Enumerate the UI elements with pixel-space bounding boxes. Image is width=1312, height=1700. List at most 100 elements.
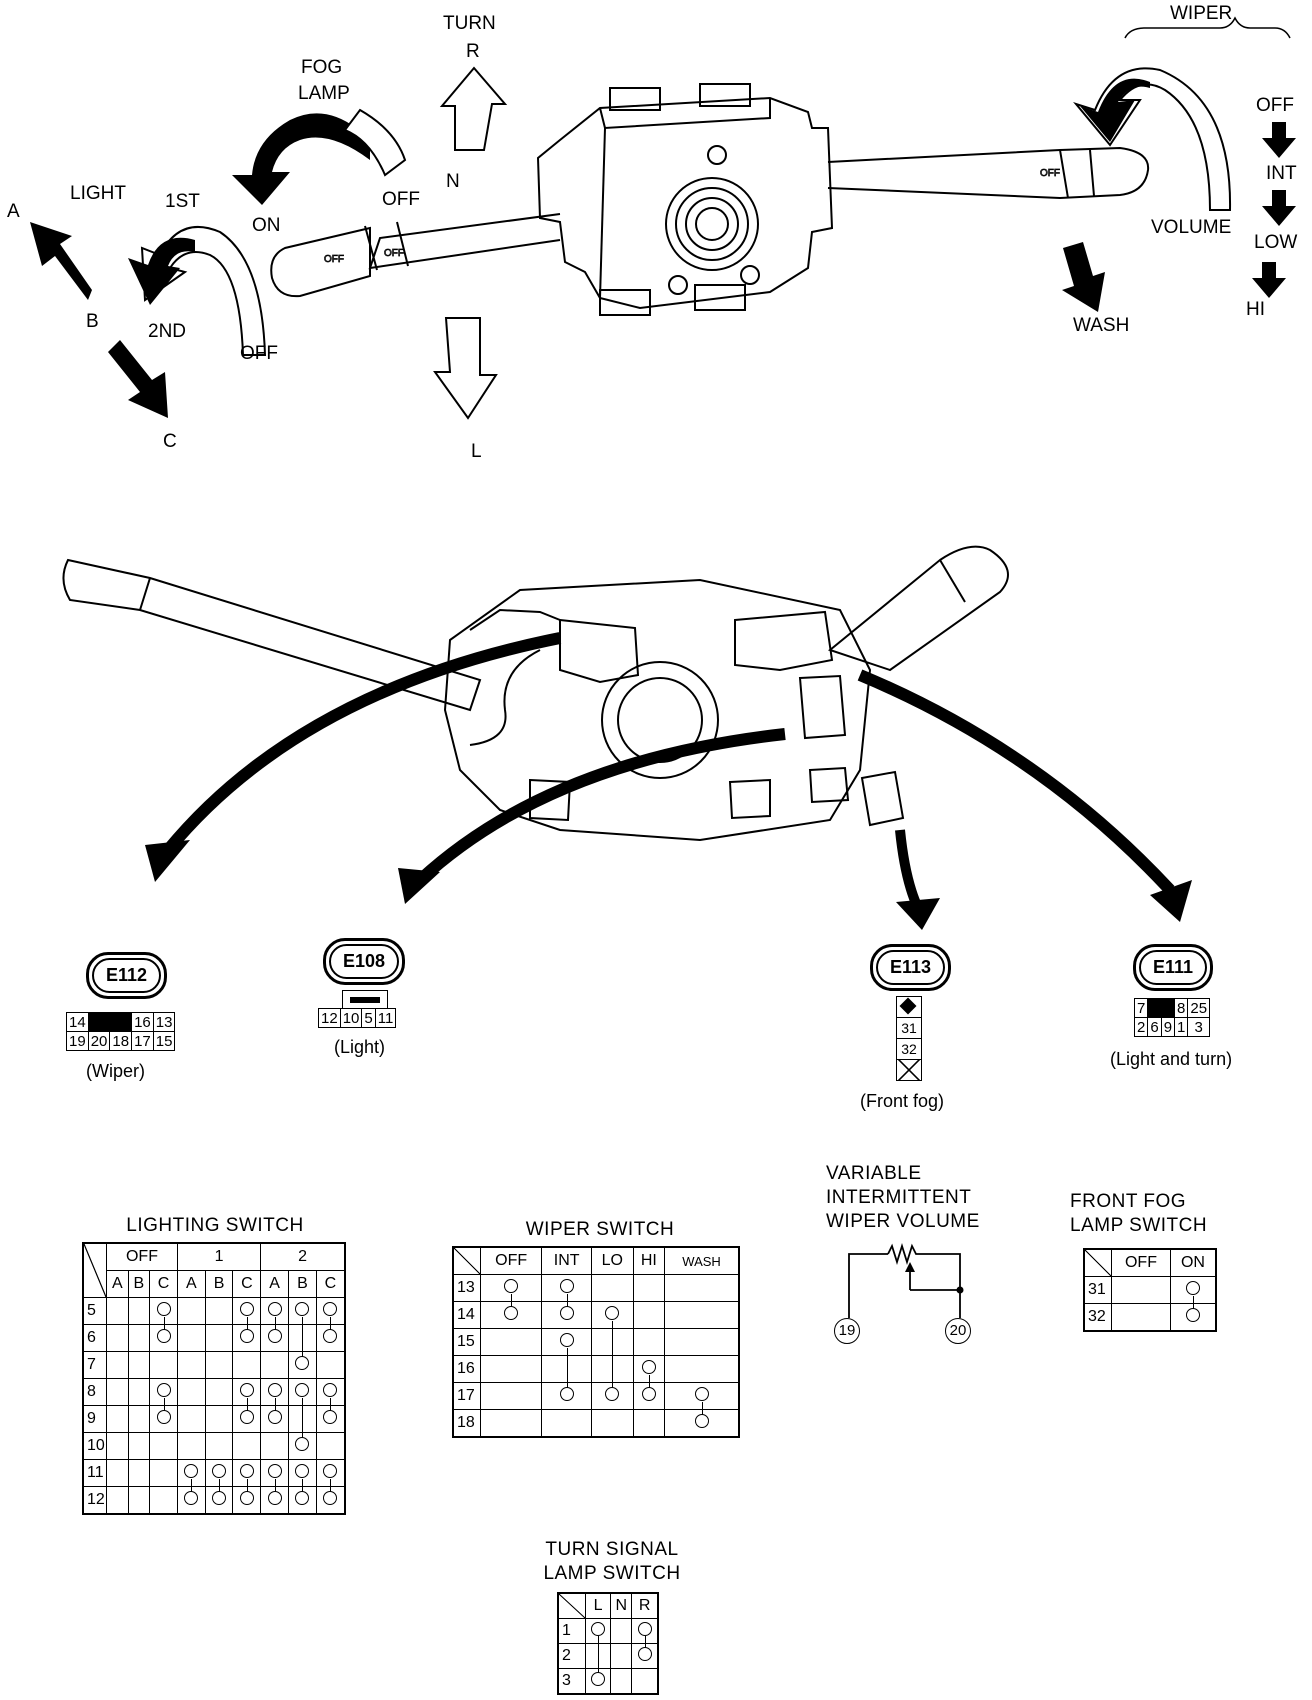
row-header: 7 (82, 1351, 107, 1379)
row-header: 2 (557, 1643, 586, 1669)
turn-switch-title: TURN SIGNAL LAMP SWITCH (532, 1538, 692, 1586)
light-off-label: OFF (240, 343, 278, 364)
pin: 17 (131, 1031, 154, 1051)
row-header: 8 (82, 1378, 107, 1406)
connector-e111-caption: (Light and turn) (1110, 1049, 1233, 1069)
lighting-switch-table: OFF 1 2 A B C A B C A B C 5 6 7 8 9 10 (82, 1242, 346, 1515)
fog-switch-title-line-1: FRONT FOG (1070, 1191, 1187, 1212)
column-header: B (127, 1270, 151, 1298)
light-a-label: A (7, 201, 20, 222)
turn-switch-title-line-2: LAMP SWITCH (543, 1563, 681, 1584)
wiper-volume-label: VOLUME (1151, 217, 1232, 238)
table-corner (1083, 1248, 1112, 1277)
pin: 5 (361, 1008, 376, 1028)
connector-e108-caption: (Light) (334, 1037, 386, 1057)
table-row: 13 (452, 1274, 740, 1302)
turn-n-label: N (446, 171, 460, 192)
column-header: C (232, 1270, 262, 1298)
table-row: 3 (557, 1668, 659, 1695)
row-header: 18 (452, 1409, 481, 1438)
light-b-label: B (86, 311, 99, 332)
table-row: 32 (1083, 1303, 1217, 1332)
wiper-switch-table: OFF INT LO HI WASH 13 14 15 16 17 18 (452, 1246, 740, 1438)
combination-switch-illustration: OFF OFF OFF (30, 16, 1296, 420)
connector-key (899, 997, 917, 1015)
column-header: OFF (1111, 1248, 1171, 1277)
wiper-volume-title-line-3: WIPER VOLUME (826, 1211, 980, 1232)
connector-key (1147, 998, 1176, 1018)
pin: 19 (66, 1031, 89, 1051)
light-c-label: C (163, 431, 177, 452)
connector-e112-badge: E112 (86, 952, 168, 999)
light-2nd-label: 2ND (148, 321, 187, 342)
row-header: 1 (557, 1618, 586, 1644)
connector-e113-pins: 31 32 (896, 996, 922, 1081)
table-corner (557, 1592, 586, 1619)
column-header: C (149, 1270, 178, 1298)
pin: 7 (1133, 998, 1149, 1018)
connector-e113-id: E113 (876, 950, 946, 985)
connector-e111-badge: E111 (1133, 944, 1214, 991)
turn-l-label: L (471, 441, 482, 462)
row-header: 13 (452, 1274, 481, 1302)
pin: 9 (1160, 1017, 1176, 1037)
connector-e108-pins: 12 10 5 11 (318, 1008, 397, 1028)
fog-switch-title-line-2: LAMP SWITCH (1070, 1215, 1208, 1236)
pin: 12 (318, 1008, 341, 1028)
table-row: 10 (82, 1432, 346, 1460)
fog-lamp-label-2: LAMP (298, 83, 350, 104)
pin: 32 (897, 1039, 921, 1060)
column-header: A (260, 1270, 290, 1298)
row-header: 11 (82, 1459, 107, 1487)
fog-switch-title: FRONT FOG LAMP SWITCH (1070, 1190, 1207, 1238)
pin: 13 (152, 1012, 176, 1032)
row-header: 5 (82, 1297, 107, 1325)
row-header: 16 (452, 1355, 481, 1383)
wiper-wash-label: WASH (1073, 315, 1130, 336)
pin: 10 (339, 1008, 363, 1028)
connector-e108-id: E108 (329, 944, 400, 979)
table-row: 18 (452, 1409, 740, 1438)
row-header: 15 (452, 1328, 481, 1356)
table-row: 6 (82, 1324, 346, 1352)
row-header: 32 (1083, 1303, 1112, 1332)
column-header: WASH (664, 1246, 740, 1275)
svg-text:OFF: OFF (1040, 168, 1060, 179)
terminal-19: 19 (834, 1318, 860, 1344)
column-header: 2 (260, 1242, 346, 1271)
wiper-volume-title: VARIABLE INTERMITTENT WIPER VOLUME (826, 1162, 980, 1234)
column-header: C (315, 1270, 346, 1298)
row-header: 3 (557, 1668, 586, 1695)
turn-r-label: R (466, 41, 480, 62)
table-row: 14 (452, 1301, 740, 1329)
column-header: OFF (479, 1246, 543, 1275)
connector-e112-id: E112 (92, 958, 162, 993)
light-label: LIGHT (70, 183, 126, 204)
wiper-label: WIPER (1170, 3, 1233, 24)
table-row: 9 (82, 1405, 346, 1433)
pin: 14 (66, 1012, 89, 1032)
pin: 25 (1187, 998, 1211, 1018)
connector-e111-pins: 7 8 25 2 6 9 1 3 (1133, 998, 1211, 1037)
light-1st-label: 1ST (165, 191, 200, 212)
wiper-switch-title: WIPER SWITCH (525, 1219, 675, 1240)
column-header: HI (632, 1246, 666, 1275)
fog-switch-table: OFF ON 31 32 (1083, 1248, 1217, 1332)
pin: 16 (131, 1012, 154, 1032)
unused-pin-icon (897, 1060, 921, 1080)
pin: 11 (374, 1008, 397, 1028)
table-row: 8 (82, 1378, 346, 1406)
connector-e108-key (342, 990, 388, 1009)
row-header: 31 (1083, 1276, 1112, 1304)
row-header: 6 (82, 1324, 107, 1352)
pin: 1 (1174, 1017, 1189, 1037)
row-header: 10 (82, 1432, 107, 1460)
column-header: R (631, 1592, 659, 1619)
fog-off-label: OFF (382, 189, 420, 210)
wiper-hi-label: HI (1246, 299, 1265, 320)
column-header: N (610, 1592, 633, 1619)
table-row: 11 (82, 1459, 346, 1487)
wiper-low-label: LOW (1254, 232, 1298, 253)
column-header: LO (591, 1246, 634, 1275)
wiper-off-label: OFF (1256, 95, 1294, 116)
